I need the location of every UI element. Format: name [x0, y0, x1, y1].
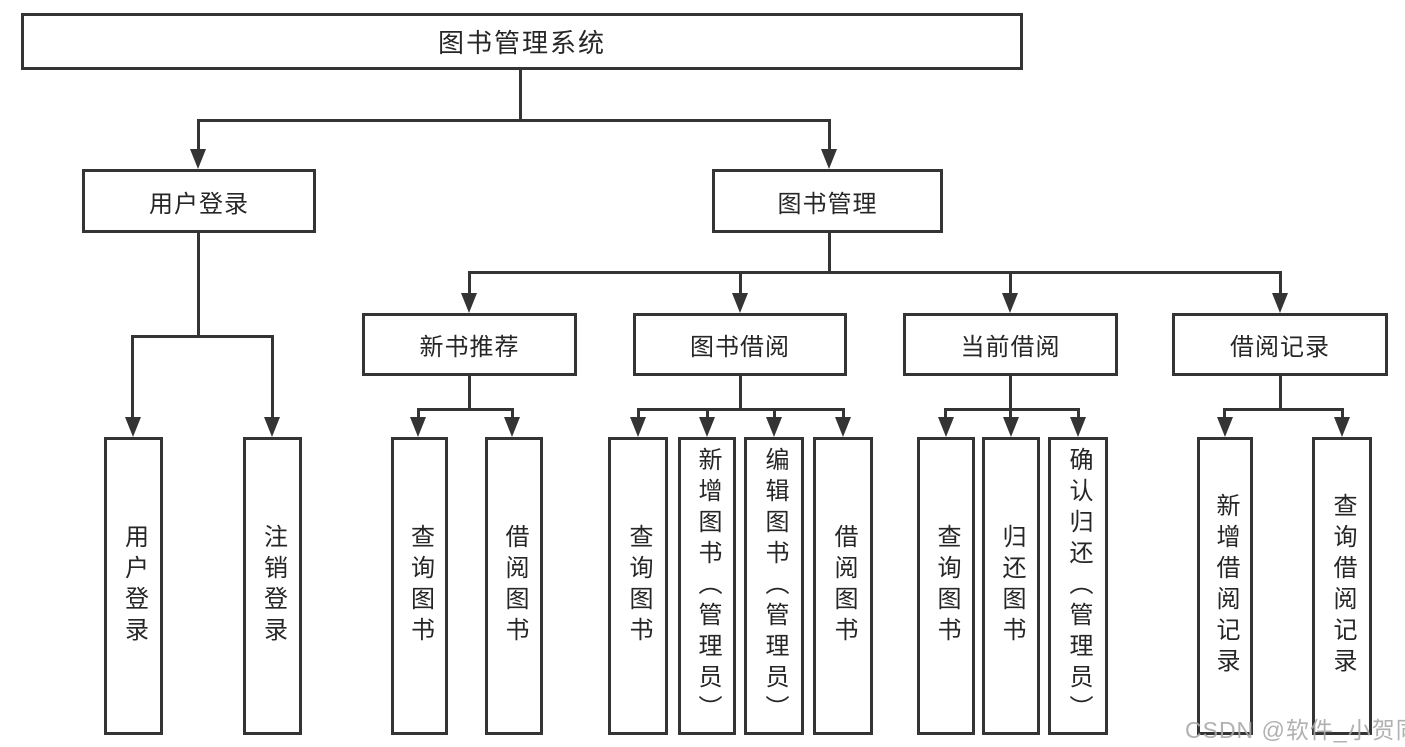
leaf-query-books-1-label: 查询图书: [406, 524, 434, 648]
arrowhead-leaf-logout: [264, 417, 280, 437]
leaf-edit-books-admin: 编辑图书（管理员）: [744, 437, 804, 735]
arrowhead-return-books: [1003, 417, 1019, 437]
node-borrowing-records-label: 借阅记录: [1230, 334, 1330, 361]
node-book-borrowing: 图书借阅: [633, 313, 847, 376]
leaf-confirm-return-admin: 确认归还（管理员）: [1048, 437, 1108, 735]
connector-new-book-rec-branch: [417, 408, 514, 411]
connector-drop-confirm-return: [1077, 408, 1080, 420]
node-new-book-recommendation: 新书推荐: [362, 313, 577, 376]
arrowhead-current-borrowing: [1002, 293, 1018, 313]
connector-drop-add-borrow-record: [1223, 408, 1226, 420]
leaf-query-books-2-label: 查询图书: [625, 524, 652, 648]
connector-drop-new-book-rec: [468, 271, 471, 297]
connector-drop-edit-books-admin: [773, 408, 776, 420]
connector-drop-borrow-books-2: [842, 408, 845, 420]
connector-current-borrowing-branch: [944, 408, 1080, 411]
leaf-query-books-1: 查询图书: [391, 437, 448, 735]
leaf-query-books-3-label: 查询图书: [933, 524, 960, 648]
leaf-add-borrow-record-label: 新增借阅记录: [1212, 493, 1239, 679]
leaf-logout: 注销登录: [243, 437, 302, 735]
leaf-borrow-books-2-label: 借阅图书: [830, 524, 857, 648]
leaf-return-books-label: 归还图书: [998, 524, 1025, 648]
node-current-borrowing-label: 当前借阅: [960, 334, 1061, 361]
connector-drop-borrowing-records: [1279, 271, 1282, 297]
arrowhead-borrow-books-1: [504, 417, 520, 437]
connector-drop-leaf-user-login: [131, 335, 134, 421]
node-new-book-recommendation-label: 新书推荐: [419, 334, 520, 361]
arrowhead-book-borrowing: [732, 293, 748, 313]
connector-drop-query-borrow-record: [1341, 408, 1344, 420]
connector-drop-leaf-logout: [271, 335, 274, 421]
connector-book-borrowing-branch: [637, 408, 845, 411]
connector-drop-return-books: [1009, 408, 1012, 420]
leaf-query-books-3: 查询图书: [917, 437, 975, 735]
arrowhead-borrowing-records: [1272, 293, 1288, 313]
connector-root-branch: [197, 119, 831, 122]
node-root-label: 图书管理系统: [437, 28, 606, 58]
connector-user-login-branch: [131, 335, 274, 338]
arrowhead-leaf-user-login: [125, 417, 141, 437]
connector-drop-book-borrowing: [739, 271, 742, 297]
leaf-borrow-books-1: 借阅图书: [485, 437, 543, 735]
connector-drop-borrow-books-1: [511, 408, 514, 420]
leaf-query-borrow-record: 查询借阅记录: [1312, 437, 1372, 735]
connector-drop-current-borrowing: [1009, 271, 1012, 297]
connector-drop-add-books-admin: [706, 408, 709, 420]
leaf-query-books-2: 查询图书: [608, 437, 668, 735]
connector-level3-branch: [468, 271, 1282, 274]
connector-borrowing-records-branch: [1223, 408, 1344, 411]
arrowhead-query-books-2: [630, 417, 646, 437]
leaf-borrow-books-1-label: 借阅图书: [501, 524, 528, 648]
leaf-logout-label: 注销登录: [259, 524, 287, 648]
arrowhead-query-books-3: [938, 417, 954, 437]
connector-drop-user-login: [197, 119, 200, 152]
leaf-add-borrow-record: 新增借阅记录: [1197, 437, 1253, 735]
node-user-login: 用户登录: [82, 169, 316, 233]
node-user-login-label: 用户登录: [149, 190, 249, 218]
node-book-management-label: 图书管理: [777, 190, 878, 218]
connector-drop-query-books-3: [944, 408, 947, 420]
leaf-query-borrow-record-label: 查询借阅记录: [1329, 493, 1356, 679]
watermark: CSDN @软件_小贺同学: [1185, 717, 1405, 743]
node-book-management: 图书管理: [712, 169, 943, 233]
connector-drop-query-books-1: [417, 408, 420, 420]
connector-drop-book-management: [828, 119, 831, 152]
arrowhead-book-management: [821, 149, 837, 169]
connector-root-drop: [519, 70, 522, 120]
connector-drop-query-books-2: [637, 408, 640, 420]
leaf-borrow-books-2: 借阅图书: [813, 437, 873, 735]
arrowhead-query-borrow-record: [1334, 417, 1350, 437]
arrowhead-edit-books-admin: [766, 417, 782, 437]
leaf-user-login: 用户登录: [104, 437, 163, 735]
arrowhead-user-login: [190, 149, 206, 169]
leaf-return-books: 归还图书: [982, 437, 1040, 735]
arrowhead-add-books-admin: [699, 417, 715, 437]
leaf-add-books-admin-label: 新增图书（管理员）: [694, 446, 721, 726]
arrowhead-add-borrow-record: [1217, 417, 1233, 437]
leaf-add-books-admin: 新增图书（管理员）: [678, 437, 736, 735]
node-current-borrowing: 当前借阅: [903, 313, 1118, 376]
node-book-borrowing-label: 图书借阅: [690, 334, 790, 361]
leaf-user-login-label: 用户登录: [120, 524, 148, 648]
connector-book-management-drop: [828, 233, 831, 273]
connector-new-book-rec-drop: [468, 376, 471, 410]
arrowhead-new-book-rec: [461, 293, 477, 313]
leaf-confirm-return-admin-label: 确认归还（管理员）: [1065, 446, 1092, 726]
connector-user-login-drop: [197, 233, 200, 337]
arrowhead-confirm-return: [1070, 417, 1086, 437]
connector-book-borrowing-drop: [739, 376, 742, 410]
arrowhead-borrow-books-2: [835, 417, 851, 437]
connector-current-borrowing-drop: [1009, 376, 1012, 410]
connector-borrowing-records-drop: [1279, 376, 1282, 410]
leaf-edit-books-admin-label: 编辑图书（管理员）: [761, 446, 788, 726]
arrowhead-query-books-1: [410, 417, 426, 437]
node-borrowing-records: 借阅记录: [1172, 313, 1388, 376]
node-root: 图书管理系统: [21, 13, 1023, 70]
